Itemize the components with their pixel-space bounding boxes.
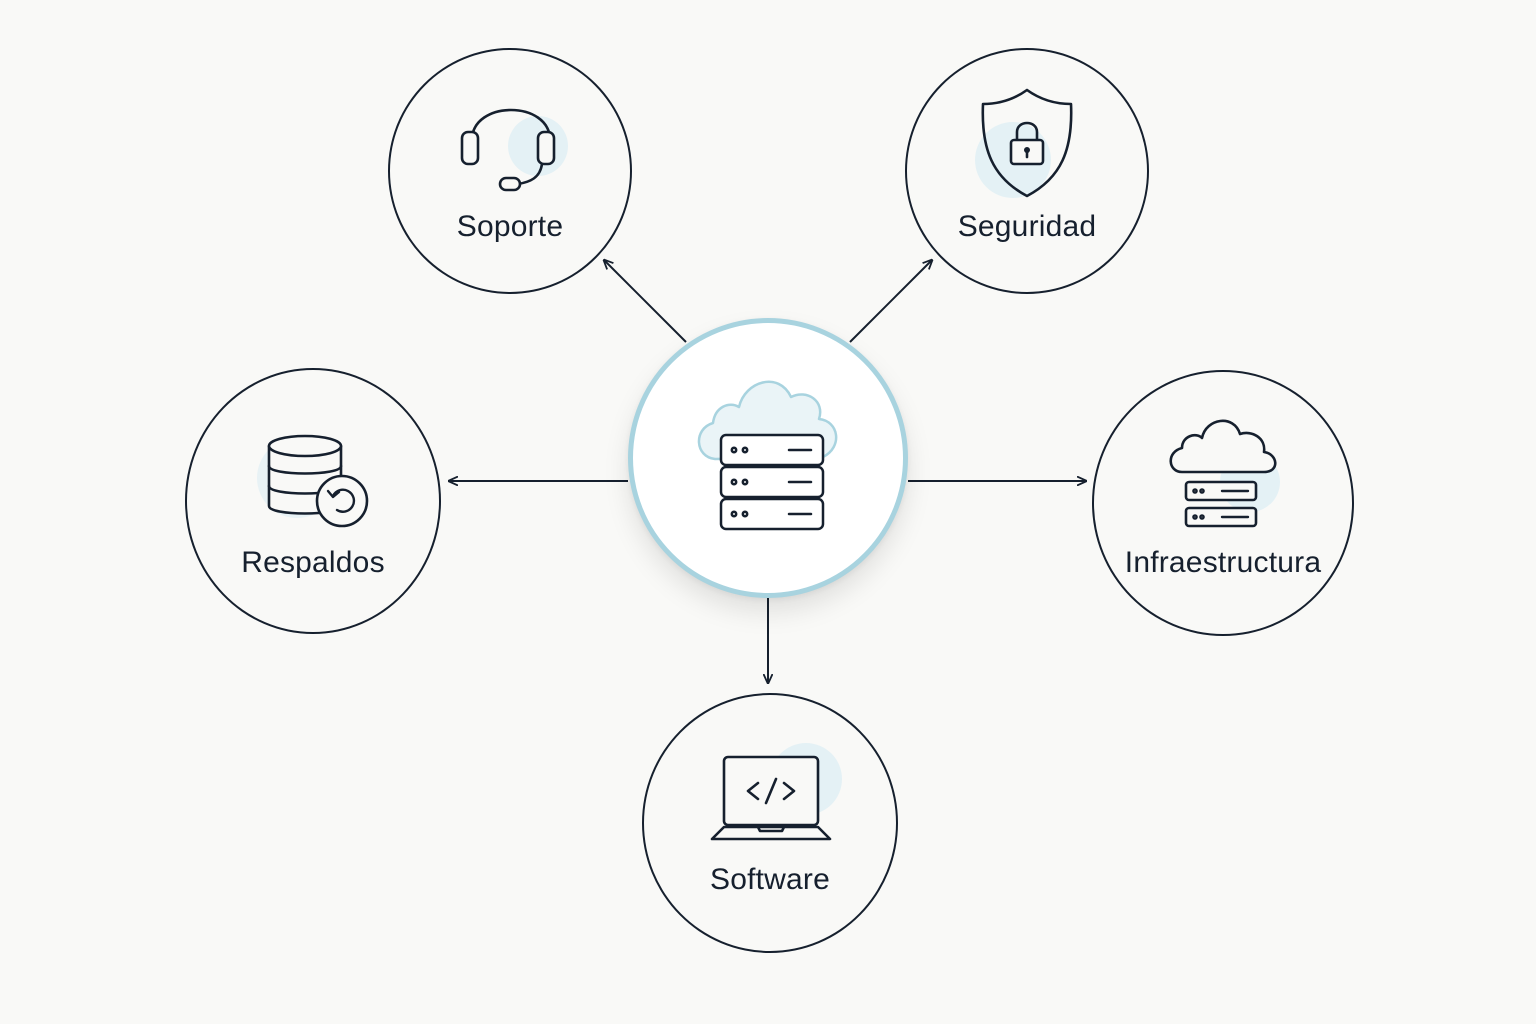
database-restore-icon xyxy=(257,434,369,528)
node-label-soporte: Soporte xyxy=(456,210,564,243)
node-software[interactable]: Software xyxy=(642,693,898,953)
cloud-server-rack-icon xyxy=(1169,419,1280,528)
node-soporte[interactable]: Soporte xyxy=(388,48,632,294)
arrow-to-soporte xyxy=(604,260,687,343)
node-label-software: Software xyxy=(710,863,830,896)
node-label-seguridad: Seguridad xyxy=(957,210,1097,243)
headset-icon xyxy=(460,108,568,192)
cloud-server-icon xyxy=(697,380,838,531)
node-label-respaldos: Respaldos xyxy=(241,546,385,579)
node-infraestructura[interactable]: Infraestructura xyxy=(1092,370,1354,636)
arrow-to-seguridad xyxy=(849,260,932,343)
laptop-code-icon xyxy=(710,743,842,841)
shield-lock-icon xyxy=(975,88,1073,198)
node-seguridad[interactable]: Seguridad xyxy=(905,48,1149,294)
node-respaldos[interactable]: Respaldos xyxy=(185,368,441,634)
node-label-infraestructura: Infraestructura xyxy=(1124,546,1322,579)
center-hub-node[interactable] xyxy=(628,318,908,598)
